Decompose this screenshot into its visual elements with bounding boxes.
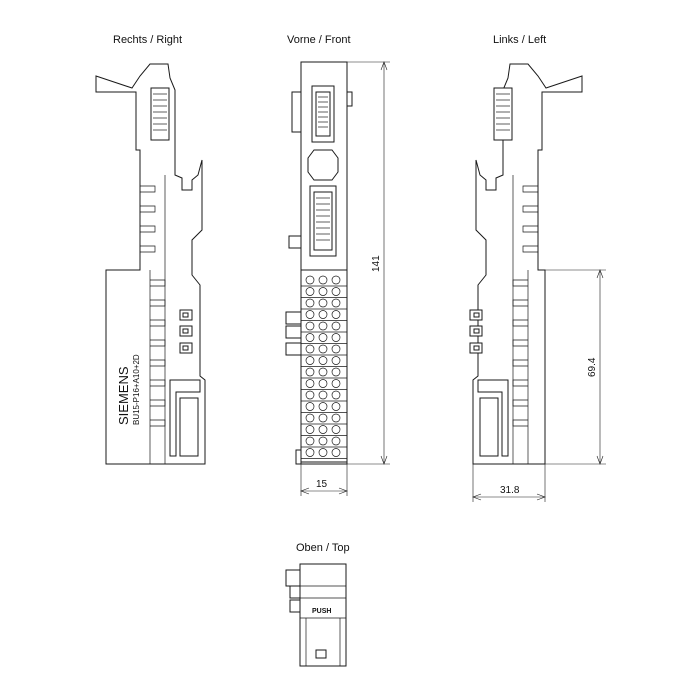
front-outline <box>300 61 348 465</box>
terminal-hole <box>318 310 328 319</box>
front-coding-octagon <box>307 149 339 181</box>
terminal-hole <box>305 356 315 365</box>
terminal-hole <box>305 402 315 411</box>
terminal-hole <box>305 321 315 331</box>
terminal-hole <box>331 402 341 411</box>
terminal-hole <box>305 275 315 285</box>
dim-left-height: 69.4 <box>587 357 598 377</box>
terminal-hole <box>318 402 328 411</box>
model-marking: BU15-P16+A10+2D <box>132 354 141 425</box>
left-dimensions: 69.4 31.8 <box>472 269 606 502</box>
terminal-hole <box>305 344 315 354</box>
top-view: PUSH <box>285 563 347 667</box>
terminal-hole <box>305 448 315 457</box>
terminal-hole <box>331 448 341 457</box>
terminal-hole <box>331 436 341 446</box>
terminal-hole <box>331 310 341 319</box>
front-mid-connector-pins <box>316 197 330 241</box>
terminal-hole <box>331 425 341 434</box>
terminal-hole <box>318 344 328 354</box>
terminal-hole <box>305 379 315 388</box>
left-top-connector-pins <box>496 93 510 131</box>
terminal-hole <box>305 390 315 400</box>
top-outline <box>299 563 347 667</box>
view-label-right: Rechts / Right <box>113 34 183 46</box>
terminal-hole <box>318 287 328 296</box>
view-label-top: Oben / Top <box>296 542 350 554</box>
terminal-hole <box>318 390 328 400</box>
terminal-hole <box>331 356 341 365</box>
terminal-hole <box>305 287 315 296</box>
terminal-hole <box>305 425 315 434</box>
terminal-hole <box>331 275 341 285</box>
front-dimensions: 141 15 <box>300 61 390 496</box>
terminal-hole <box>331 390 341 400</box>
view-label-left: Links / Left <box>493 34 547 46</box>
terminal-hole <box>318 448 328 457</box>
dim-left-width: 31.8 <box>500 485 520 496</box>
dim-front-height: 141 <box>371 255 382 272</box>
brand-marking: SIEMENS <box>116 366 131 425</box>
front-view <box>285 61 353 465</box>
left-view <box>469 63 583 465</box>
terminal-hole <box>305 310 315 319</box>
terminal-hole <box>318 333 328 342</box>
terminal-hole <box>318 321 328 331</box>
terminal-hole <box>318 425 328 434</box>
terminal-hole <box>318 367 328 377</box>
push-marking: PUSH <box>312 608 331 615</box>
dim-front-width: 15 <box>316 479 328 490</box>
terminal-hole <box>305 436 315 446</box>
front-top-connector-pins <box>318 96 328 128</box>
front-terminal-block <box>300 269 348 463</box>
left-ribs <box>512 175 538 464</box>
terminal-hole <box>331 413 341 423</box>
front-terminals <box>301 275 347 459</box>
terminal-hole <box>331 287 341 296</box>
terminal-hole <box>331 367 341 377</box>
right-view: SIEMENS BU15-P16+A10+2D <box>95 63 206 465</box>
terminal-hole <box>318 356 328 365</box>
terminal-hole <box>331 344 341 354</box>
right-top-connector-pins <box>153 93 167 131</box>
terminal-hole <box>318 413 328 423</box>
terminal-hole <box>331 379 341 388</box>
terminal-hole <box>318 275 328 285</box>
terminal-hole <box>305 367 315 377</box>
terminal-hole <box>331 298 341 308</box>
right-ribs <box>140 175 166 464</box>
terminal-hole <box>331 333 341 342</box>
terminal-hole <box>305 298 315 308</box>
terminal-hole <box>305 413 315 423</box>
terminal-hole <box>318 379 328 388</box>
view-label-front: Vorne / Front <box>287 34 351 46</box>
terminal-hole <box>305 333 315 342</box>
terminal-hole <box>318 436 328 446</box>
terminal-hole <box>331 321 341 331</box>
terminal-hole <box>318 298 328 308</box>
